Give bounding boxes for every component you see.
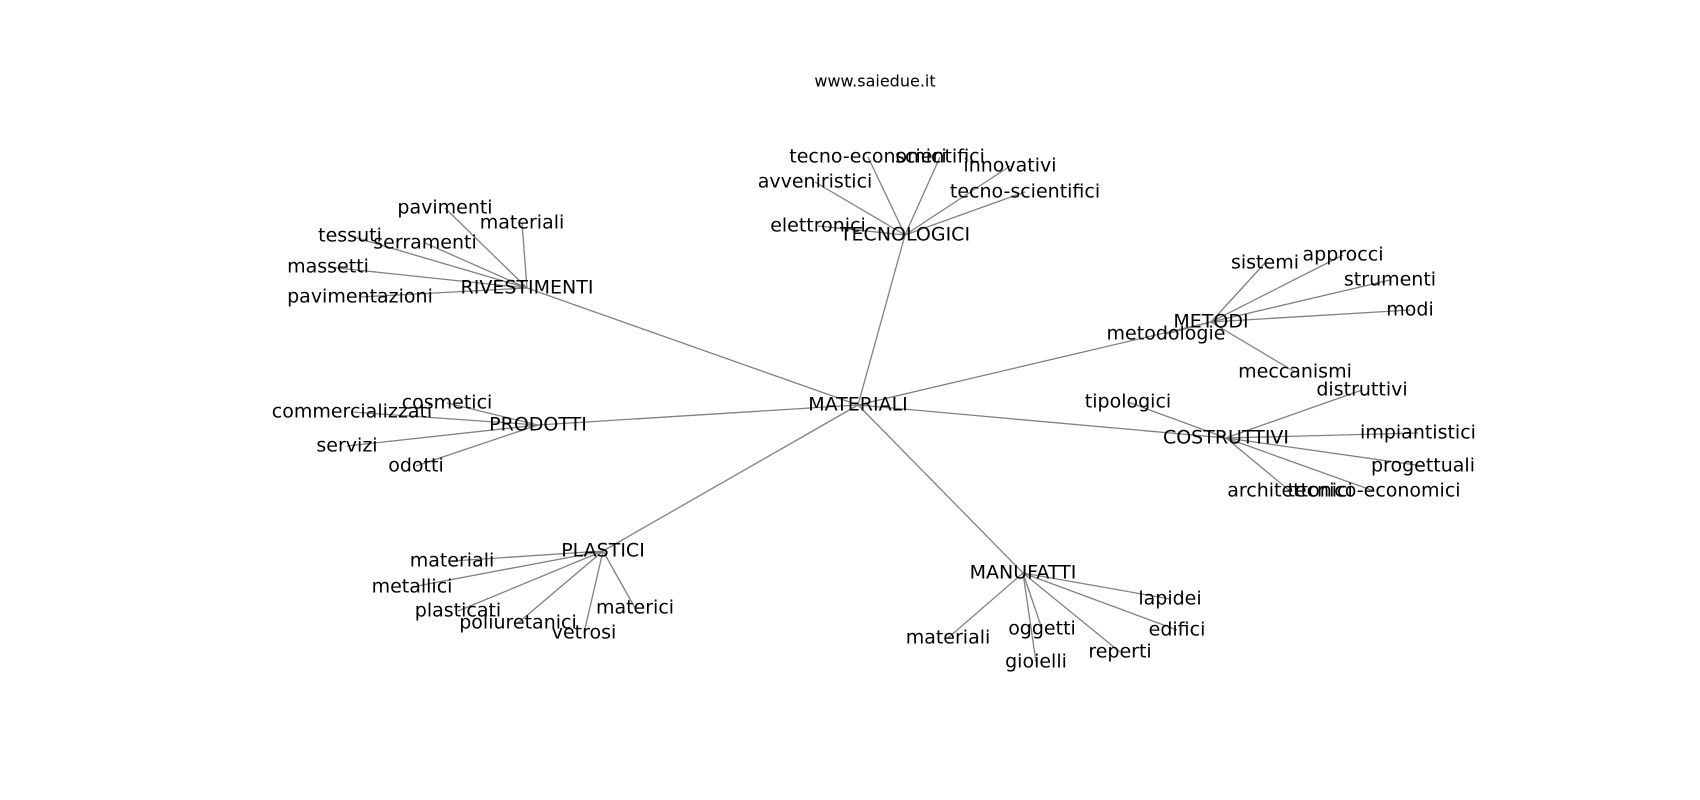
labels-layer: www.saiedue.it tecno-economiciscientific… — [272, 72, 1476, 673]
edge-manufatti-to-lapidei — [1022, 572, 1171, 600]
edge-metodi-to-approcci — [1210, 254, 1344, 323]
edge-tecnologici-to-innovativi — [904, 165, 1011, 236]
edge-manufatti-to-oggetti — [1022, 572, 1043, 630]
edge-metodi-to-modi — [1210, 309, 1411, 323]
edge-manufatti-to-materiali — [947, 572, 1024, 639]
edge-rivestimenti-to-materiali — [521, 222, 528, 289]
leaf-node-sistemi: sistemi — [1231, 252, 1299, 274]
hub-node-metodi: METODI — [1173, 311, 1248, 333]
leaf-node-strumenti: strumenti — [1344, 269, 1436, 291]
leaf-node-oggetti: oggetti — [1008, 618, 1076, 640]
hub-node-plastici: PLASTICI — [561, 540, 645, 562]
leaf-node-edifici: edifici — [1149, 619, 1206, 641]
edge-plastici-to-metallici — [411, 550, 604, 588]
edge-rivestimenti-to-tessuti — [349, 235, 528, 289]
leaf-node-materiali: materiali — [480, 212, 565, 234]
edge-rivestimenti-to-serramenti — [424, 242, 528, 289]
leaf-node-pavimenti: pavimenti — [397, 197, 492, 219]
edge-tecnologici-to-tecno-scientifici — [904, 191, 1026, 236]
leaf-node-distruttivi: distruttivi — [1316, 379, 1407, 401]
hub-node-prodotti: PRODOTTI — [489, 414, 587, 436]
edge-costruttivi-to-tipologici — [1127, 401, 1227, 439]
edge-prodotti-to-cosmetici — [446, 402, 539, 426]
leaf-node-architettonici: architettonici — [1227, 480, 1353, 502]
leaf-node-avveniristici: avveniristici — [758, 171, 873, 193]
center-node: MATERIALI — [808, 394, 908, 416]
edge-costruttivi-to-distruttivi — [1225, 389, 1363, 439]
edge-center-to-manufatti — [857, 404, 1024, 574]
edge-tecnologici-to-tecno-economici — [867, 156, 906, 236]
hub-node-costruttivi: COSTRUTTIVI — [1163, 427, 1289, 449]
edges-layer — [327, 156, 1424, 663]
edge-metodi-to-sistemi — [1210, 262, 1266, 323]
leaf-node-tecno-scientifici: tecno-scientifici — [950, 181, 1100, 203]
leaf-node-commercializzati: commercializzati — [272, 401, 432, 423]
edge-center-to-rivestimenti — [526, 287, 859, 406]
edge-tecnologici-to-avveniristici — [814, 181, 906, 236]
leaf-node-scientifici: scientifici — [895, 146, 985, 168]
leaf-node-tecno-economici: tecno-economici — [789, 146, 946, 168]
leaf-node-serramenti: serramenti — [373, 232, 477, 254]
leaf-node-elettronici: elettronici — [770, 215, 866, 237]
edge-prodotti-to-commercializzati — [351, 411, 539, 426]
leaf-node-tecnico-economici: tecnico-economici — [1287, 480, 1460, 502]
hub-node-rivestimenti: RIVESTIMENTI — [461, 277, 594, 299]
leaf-node-metodologie: metodologie — [1107, 323, 1226, 345]
edge-center-to-plastici — [602, 404, 859, 552]
leaf-node-cosmetici: cosmetici — [402, 392, 493, 414]
leaf-node-lapidei: lapidei — [1138, 588, 1201, 610]
edge-center-to-costruttivi — [857, 404, 1227, 439]
edge-costruttivi-to-tecnico-economici — [1225, 437, 1375, 492]
edge-plastici-to-vetrosi — [583, 550, 604, 634]
leaf-node-approcci: approcci — [1303, 244, 1384, 266]
edge-costruttivi-to-progettuali — [1225, 437, 1424, 467]
leaf-node-modi: modi — [1386, 299, 1433, 321]
leaf-node-tessuti: tessuti — [318, 225, 382, 247]
leaf-node-massetti: massetti — [287, 256, 369, 278]
leaf-node-innovativi: innovativi — [963, 155, 1056, 177]
edge-prodotti-to-odotti — [415, 424, 539, 467]
edge-costruttivi-to-impiantistici — [1225, 432, 1419, 439]
leaf-node-metallici: metallici — [372, 576, 453, 598]
leaf-node-meccanismi: meccanismi — [1238, 361, 1352, 383]
edge-tecnologici-to-elettronici — [817, 225, 906, 236]
leaf-node-reperti: reperti — [1088, 641, 1151, 663]
leaf-node-materiali: materiali — [906, 627, 991, 649]
leaf-node-materici: materici — [596, 597, 674, 619]
edge-rivestimenti-to-massetti — [327, 266, 528, 289]
edge-tecnologici-to-scientifici — [904, 156, 941, 236]
edge-rivestimenti-to-pavimentazioni — [359, 287, 528, 298]
edge-rivestimenti-to-pavimenti — [444, 207, 528, 289]
hub-node-tecnologici: TECNOLOGICI — [839, 224, 970, 246]
edge-plastici-to-plasticati — [457, 550, 604, 612]
leaf-node-vetrosi: vetrosi — [552, 622, 617, 644]
leaf-node-progettuali: progettuali — [1371, 455, 1475, 477]
edge-plastici-to-poliuretanici — [517, 550, 604, 624]
edge-prodotti-to-servizi — [346, 424, 539, 447]
edge-manufatti-to-gioielli — [1022, 572, 1037, 663]
leaf-node-odotti: odotti — [388, 455, 444, 477]
edge-center-to-tecnologici — [857, 234, 906, 406]
edge-costruttivi-to-architettonici — [1225, 437, 1291, 492]
edge-center-to-metodi — [857, 321, 1212, 406]
leaf-node-servizi: servizi — [316, 435, 377, 457]
leaf-node-gioielli: gioielli — [1005, 651, 1067, 673]
leaf-node-poliuretanici: poliuretanici — [459, 612, 577, 634]
hub-node-manufatti: MANUFATTI — [970, 562, 1077, 584]
site-watermark: www.saiedue.it — [814, 72, 935, 91]
leaf-node-pavimentazioni: pavimentazioni — [287, 286, 433, 308]
leaf-node-plasticati: plasticati — [415, 600, 501, 622]
leaf-node-materiali: materiali — [410, 550, 495, 572]
edge-manufatti-to-reperti — [1022, 572, 1121, 653]
edge-plastici-to-materiali — [451, 550, 604, 562]
leaf-node-tipologici: tipologici — [1085, 391, 1171, 413]
edge-metodi-to-strumenti — [1210, 279, 1391, 323]
leaf-node-impiantistici: impiantistici — [1360, 422, 1476, 444]
edge-manufatti-to-edifici — [1022, 572, 1178, 631]
edge-metodi-to-metodologie — [1165, 321, 1212, 335]
edge-center-to-prodotti — [537, 404, 859, 426]
edge-plastici-to-materici — [602, 550, 636, 609]
edge-metodi-to-meccanismi — [1210, 321, 1296, 373]
